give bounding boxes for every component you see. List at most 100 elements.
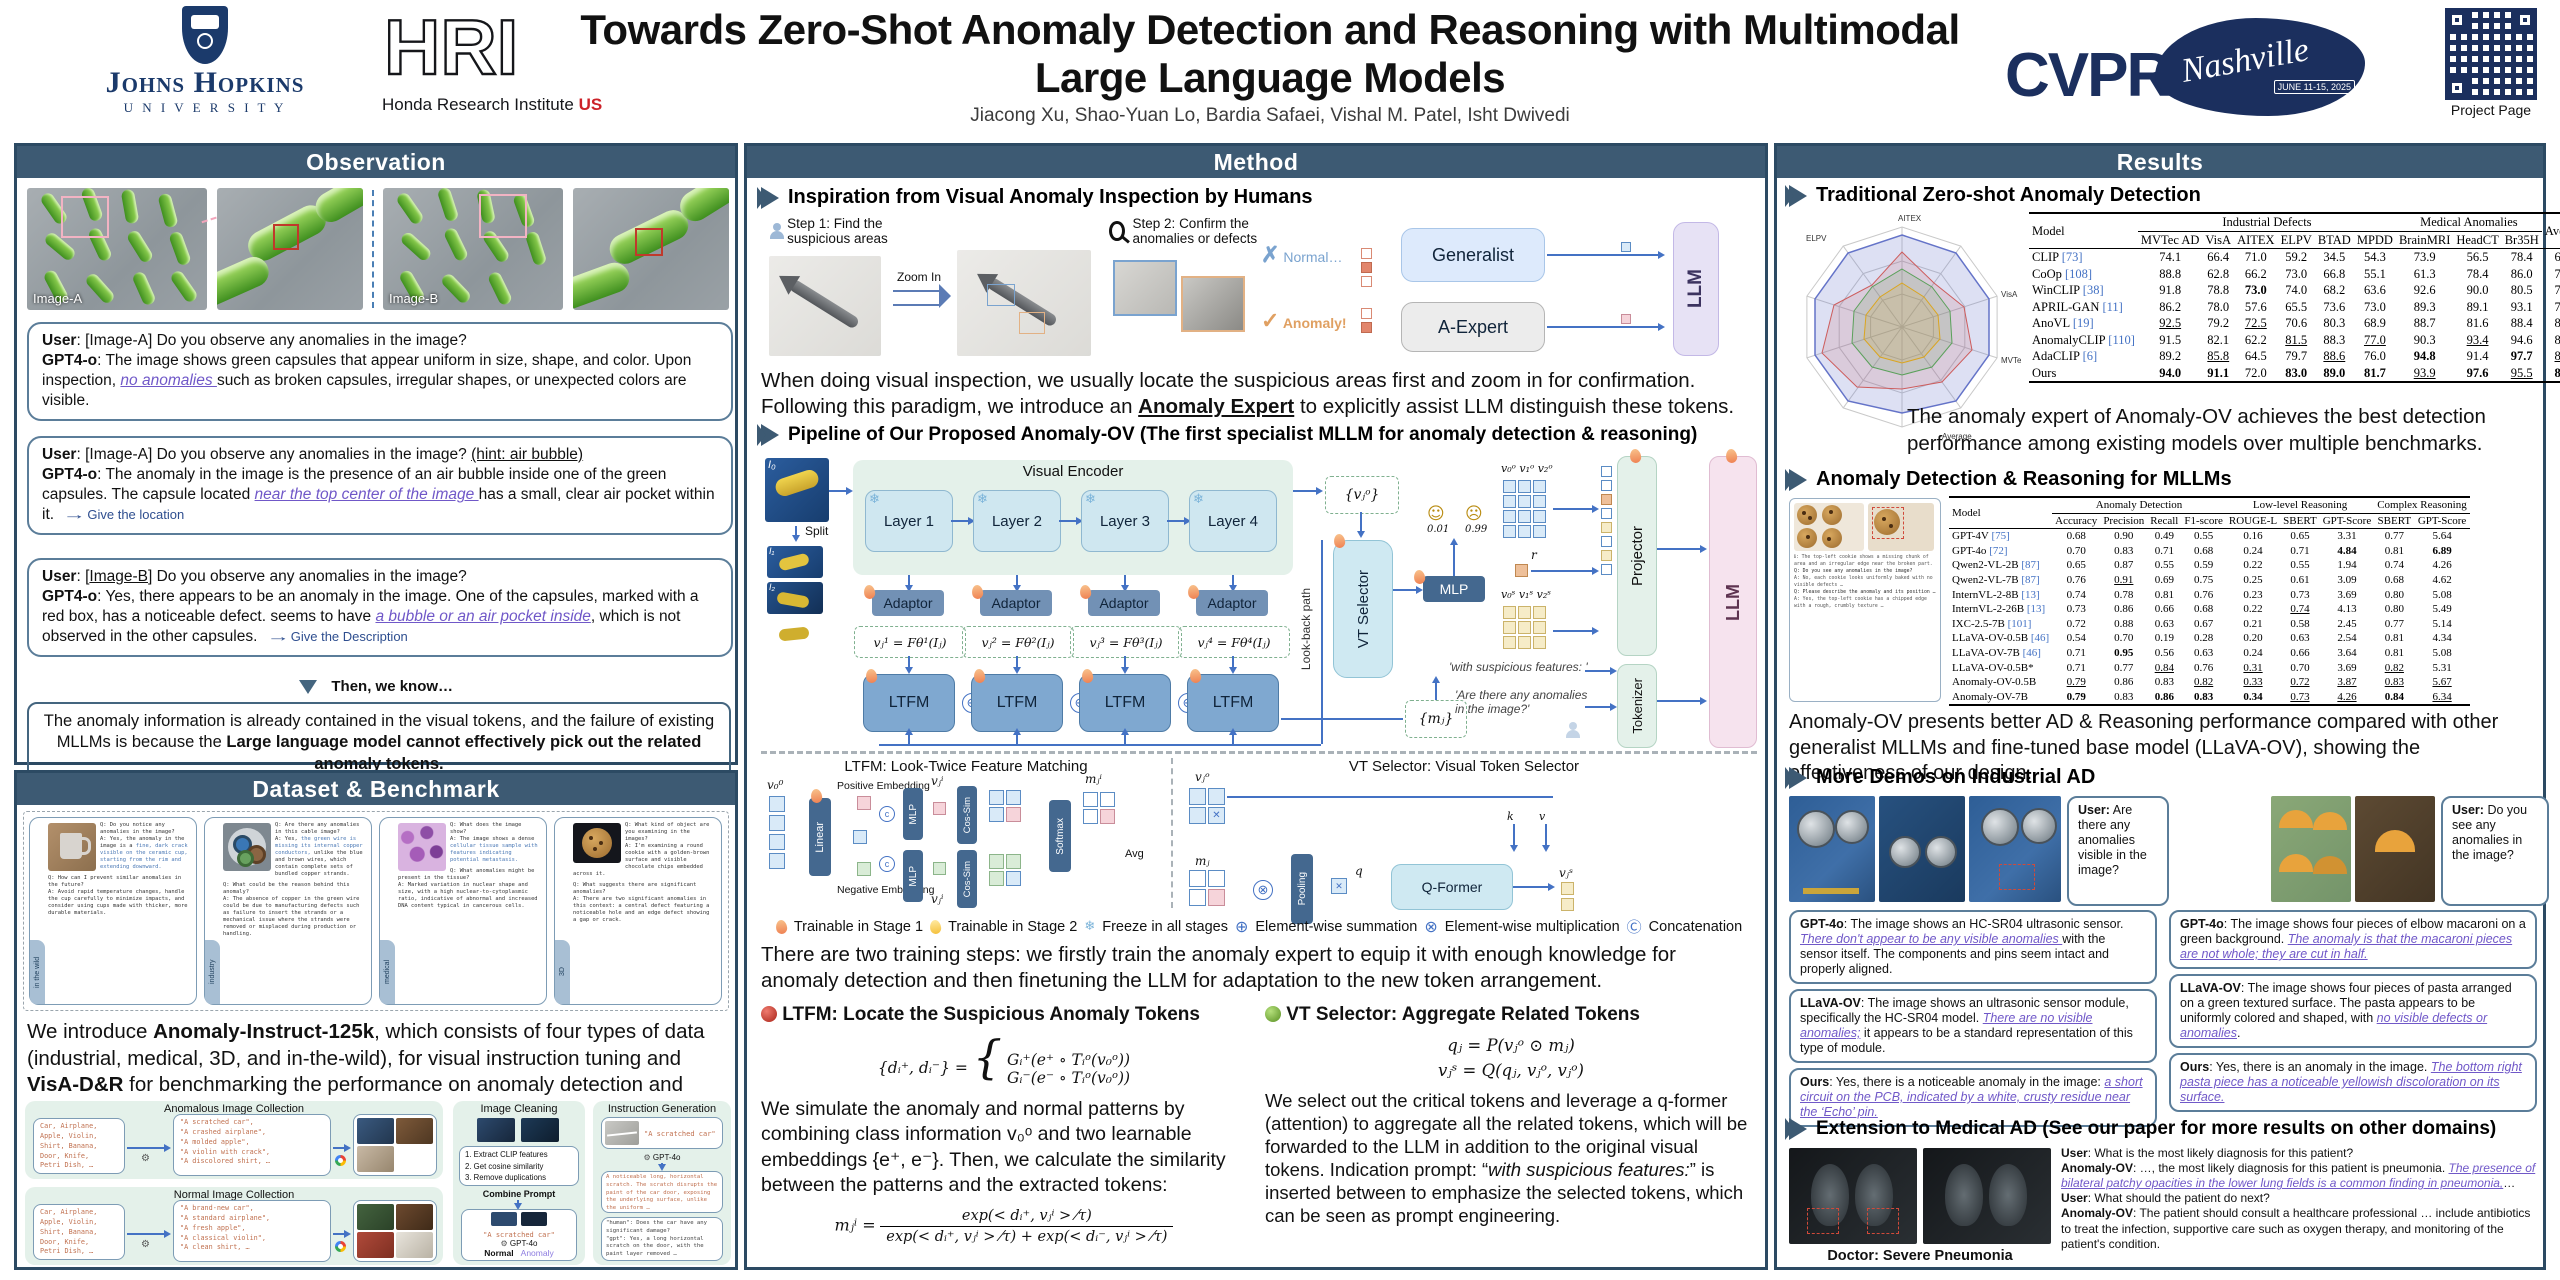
generalist-box: Generalist	[1401, 228, 1545, 282]
card-tab: 3D	[555, 940, 570, 1004]
card-a2: A: There are two significant anomalies i…	[573, 896, 710, 924]
normal-collection-title: Normal Image Collection	[173, 1189, 295, 1201]
magnifier-icon	[1109, 221, 1125, 241]
vji-label: vⱼⁱ	[931, 774, 944, 788]
pattern-square	[933, 862, 946, 875]
cvpr-wordmark: CVPR	[2005, 41, 2171, 110]
user-question: : What is the most likely diagnosis for …	[2087, 1146, 2354, 1160]
intro-text: We introduce	[27, 1020, 154, 1043]
pipeline-figure: I₀ Split I₁ I₂ I₃ Visual Encoder ❄Layer …	[759, 448, 1767, 748]
google-icon	[335, 1155, 346, 1166]
para4-text: We select out the critical tokens and le…	[1265, 1090, 1748, 1180]
table-value-cell: 0.78	[2114, 588, 2134, 601]
para4-text2: ” is inserted between to emphasize the s…	[1265, 1158, 1744, 1226]
qr-code	[2445, 8, 2537, 100]
card-q2: Q: What could be the reason behind this …	[223, 882, 350, 896]
image-a-zoom	[217, 188, 363, 310]
arrow	[1059, 517, 1083, 525]
hri-glyph-icon: HRI	[383, 2, 520, 92]
hri-logo: HRI Honda Research Institute US	[382, 2, 642, 115]
suspicious-box-orange	[1019, 312, 1045, 334]
qr-label: Project Page	[2450, 102, 2532, 118]
table-value-cell: 0.75	[2194, 573, 2214, 586]
image-b-ref: Image-B	[89, 568, 148, 585]
table-value-cell: 90.3	[2413, 332, 2436, 347]
mj-box: {mⱼ}	[1405, 700, 1467, 738]
table-model-cell: WinCLIP [38]	[2032, 283, 2104, 297]
para1-text: When doing visual inspection, we usually…	[761, 369, 1696, 419]
defect-box	[635, 228, 663, 256]
table-value-cell: 3.09	[2337, 573, 2357, 586]
table-value-cell: 0.74	[2384, 559, 2404, 572]
happy-face-icon: ☺	[1427, 504, 1445, 524]
card-q2: Q: How can I prevent similar anomalies i…	[48, 875, 182, 889]
vjo-box: {vⱼᵒ}	[1325, 476, 1399, 514]
group-low-level: Low-level Reasoning	[2225, 497, 2375, 514]
pipeline-legend: Trainable in Stage 1 Trainable in Stage …	[761, 916, 1757, 937]
card-a2: A: Marked variation in nuclear shape and…	[398, 882, 538, 910]
arrow	[1585, 703, 1617, 711]
demo-gpt4o-box: GPT-4o: The image shows four pieces of e…	[2169, 910, 2537, 969]
table-value-cell: 91.5	[2159, 332, 2182, 347]
encoder-layer-1: ❄Layer 1	[865, 490, 953, 552]
table-value-cell: 88.4	[2510, 316, 2533, 330]
pooling-box: Pooling	[1291, 854, 1313, 924]
table-value-cell: 73.0	[2244, 283, 2267, 297]
table-model-cell: CLIP [73]	[2032, 250, 2083, 264]
pattern-square	[933, 802, 946, 815]
collage-img	[396, 1118, 433, 1144]
adaptor-label: Adaptor	[991, 595, 1041, 611]
title-line2: Large Language Models	[1034, 54, 1506, 101]
user-question: : What should the patient do next?	[2087, 1191, 2270, 1206]
para1-text2: to explicitly assist LLM distinguish the…	[1294, 395, 1735, 419]
query-token: ✕	[1331, 878, 1347, 894]
encoder-layer-3: ❄Layer 3	[1081, 490, 1169, 552]
mlp-vbox: MLP	[903, 788, 923, 840]
hint-text: (hint: air bubble)	[471, 446, 584, 463]
observation-panel: Observation Image-A	[14, 143, 738, 785]
svg-text:ELPV: ELPV	[1806, 234, 1827, 243]
histology-image	[398, 823, 446, 871]
table-value-cell: 78.8	[2207, 283, 2230, 297]
table-value-cell: 0.71	[2290, 544, 2310, 557]
table-value-cell: 64.5	[2244, 349, 2267, 363]
trainable-flame-icon	[1081, 668, 1094, 684]
table-value-cell: 0.72	[2290, 676, 2310, 689]
dialog-box-2: User: [Image-A] Do you observe any anoma…	[27, 436, 733, 535]
table-value-cell: 94.8	[2413, 349, 2436, 363]
token-stack	[1601, 466, 1612, 575]
table-value-cell: 0.54	[2066, 632, 2086, 645]
table-value-cell: 79.7	[2285, 349, 2308, 363]
concat-icon: Ⓒ	[1626, 919, 1642, 936]
results-header: Results	[1777, 146, 2543, 178]
table-value-cell: 0.55	[2290, 559, 2310, 572]
ltfm-box: LTFM	[1079, 668, 1171, 732]
card-a1-highlight: fine, dark crack visible on the ceramic …	[100, 843, 188, 871]
table-value-cell: 0.63	[2154, 617, 2174, 630]
card-a1-highlight: cellular tissue sample with features ind…	[450, 843, 538, 864]
title-line1: Towards Zero-Shot Anomaly Detection and …	[580, 6, 1960, 53]
intro-dataset-name: Anomaly-Instruct-125k	[153, 1020, 375, 1043]
mllm-title: Anomaly Detection & Reasoning for MLLMs	[1816, 468, 2232, 490]
ltfm-label: LTFM	[996, 694, 1038, 711]
group-industrial: Industrial Defects	[2137, 213, 2396, 232]
table-value-cell: 0.31	[2243, 661, 2263, 674]
class-token-square	[853, 830, 867, 844]
ig-image-box: "A scratched car"	[601, 1117, 723, 1149]
capsule-shape	[217, 252, 274, 310]
dataset-intro: We introduce Anomaly-Instruct-125k, whic…	[27, 1019, 727, 1126]
table-value-cell: 0.70	[2066, 544, 2086, 557]
jhu-shield-globe	[197, 33, 213, 49]
gpt-answer: : Yes, there appears to be an anomaly in…	[42, 588, 699, 626]
llm-tall-bar: LLM	[1709, 448, 1757, 748]
card-tab: industry	[205, 940, 220, 1004]
table-model-cell: APRIL-GAN [11]	[2032, 299, 2123, 314]
v00-column	[769, 796, 785, 869]
table-value-cell: 0.55	[2154, 559, 2174, 572]
table-value-cell: 90.0	[2466, 283, 2489, 297]
table-value-cell: 5.31	[2432, 661, 2452, 674]
mlp-label: MLP	[907, 803, 919, 825]
card-q1: Q: What does the image show?	[450, 822, 522, 836]
table-value-cell: 0.90	[2114, 530, 2134, 543]
